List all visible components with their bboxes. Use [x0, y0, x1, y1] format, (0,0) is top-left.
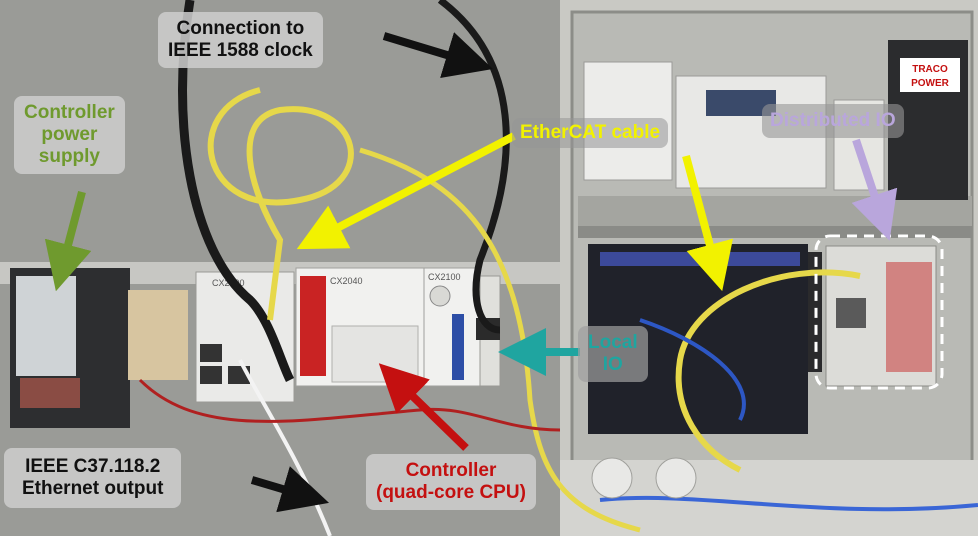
- black-cable: [178, 0, 295, 383]
- cx2040-text: CX2040: [330, 276, 363, 286]
- traco-label-plate: [900, 58, 960, 92]
- power-label: Controller power supply: [14, 96, 125, 174]
- cable-gland-1: [591, 457, 633, 499]
- yellow-cable-coil: [207, 87, 354, 321]
- clock-label-line-1: Connection to: [176, 18, 305, 39]
- cx2100-dial: [429, 285, 451, 307]
- power-label-line-3: supply: [38, 146, 100, 167]
- distio-label-text: Distributed IO: [770, 110, 896, 131]
- eth-port-2: [200, 366, 222, 384]
- localio-label-line-1: Local: [588, 332, 638, 353]
- distio-arrow: [851, 138, 898, 241]
- controller-psu-label: [16, 276, 76, 376]
- clock-label: Connection to IEEE 1588 clock: [158, 12, 323, 68]
- cx2100-display: [452, 314, 464, 380]
- controller-label: Controller (quad-core CPU): [366, 454, 536, 510]
- controller-label-line-2: (quad-core CPU): [376, 482, 526, 503]
- distributed-io-terminals: [886, 262, 932, 372]
- ethernet-arrow: [250, 466, 330, 513]
- controller-label-line-1: Controller: [405, 460, 497, 481]
- power-arrow: [44, 190, 92, 292]
- power-label-line-2: power: [41, 124, 98, 145]
- ethercat-label: EtherCAT cable: [512, 118, 669, 148]
- localio-label-line-2: IO: [602, 354, 623, 375]
- controller-arrow: [378, 363, 469, 451]
- terminal-blocks: [128, 290, 188, 380]
- clock-label-line-2: IEEE 1588 clock: [168, 40, 313, 61]
- ethercat-arrow-right: [682, 154, 733, 292]
- ethernet-label: IEEE C37.118.2 Ethernet output: [4, 448, 182, 508]
- cx2100-text: CX2100: [428, 272, 461, 282]
- cx2040-cover: [331, 325, 419, 383]
- ethercat-label-text: EtherCAT cable: [520, 122, 661, 143]
- distributed-io-highlight: [814, 234, 944, 390]
- power-label-line-1: Controller: [24, 102, 115, 123]
- localio-label: Local IO: [578, 326, 648, 382]
- blue-cable: [639, 318, 746, 421]
- ethernet-label-line-2: Ethernet output: [22, 478, 164, 499]
- clock-arrow: [382, 32, 493, 79]
- distributed-io-port: [836, 298, 866, 328]
- blue-cable-bottom: [599, 495, 978, 512]
- ethernet-label-line-1: IEEE C37.118.2: [25, 456, 161, 477]
- din-rail-upper-shadow: [578, 226, 972, 238]
- psu-connector: [20, 378, 80, 408]
- traco-brand-text: TRACO: [912, 64, 948, 75]
- cx2040-red-strip: [300, 276, 326, 376]
- traco-power-text: POWER: [911, 78, 950, 89]
- distio-label: Distributed IO: [762, 104, 904, 138]
- ethercat-cable-cabinet: [675, 269, 861, 473]
- cable-gland-2: [655, 457, 697, 499]
- eth-port-1: [200, 344, 222, 362]
- local-io-blue-strip: [600, 252, 800, 266]
- ethercat-arrow-left: [296, 132, 516, 250]
